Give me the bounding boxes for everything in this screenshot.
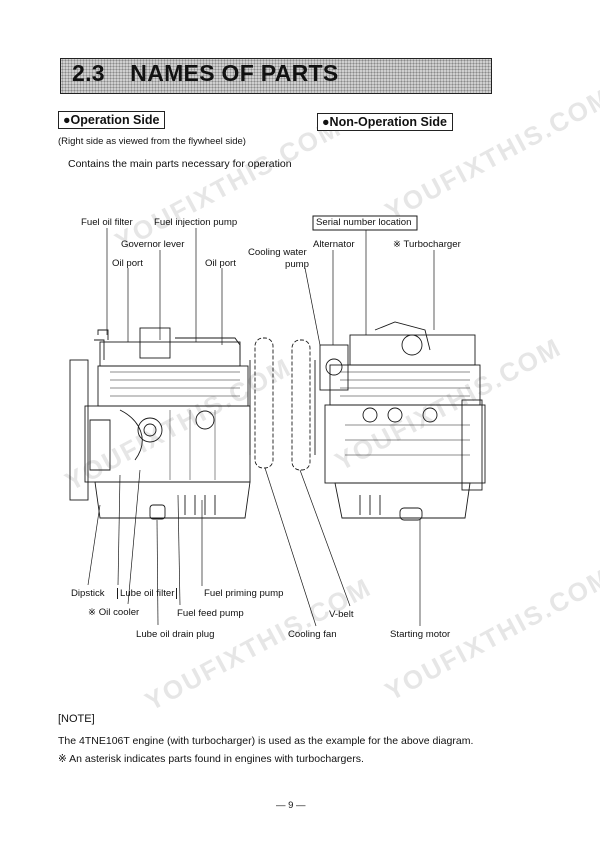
label-cooling-fan: Cooling fan	[288, 629, 337, 640]
label-cooling-water-pump-line1: Cooling water	[248, 247, 307, 258]
label-alternator: Alternator	[313, 239, 355, 250]
label-oil-cooler: ※ Oil cooler	[88, 607, 140, 618]
label-fuel-priming-pump: Fuel priming pump	[204, 588, 284, 599]
operation-side-description: Contains the main parts necessary for op…	[68, 158, 292, 170]
left-v-belt	[254, 337, 274, 469]
label-starting-motor: Starting motor	[390, 629, 451, 640]
note-header: [NOTE]	[58, 713, 95, 725]
label-turbocharger: ※ Turbocharger	[393, 239, 461, 250]
label-serial-number-location: Serial number location	[316, 217, 412, 228]
note-line-1: The 4TNE106T engine (with turbocharger) …	[58, 735, 474, 747]
non-operation-side-label: ●Non-Operation Side	[317, 113, 453, 131]
left-engine-oil-pan	[94, 481, 251, 519]
label-lube-oil-drain-plug: Lube oil drain plug	[136, 629, 215, 640]
page-number: — 9 —	[276, 800, 306, 811]
label-dipstick: Dipstick	[71, 588, 105, 599]
section-title-text: NAMES OF PARTS	[130, 60, 339, 86]
label-lube-oil-filter: Lube oil filter	[117, 588, 178, 599]
label-v-belt: V-belt	[329, 609, 354, 620]
label-fuel-injection-pump: Fuel injection pump	[154, 217, 238, 228]
label-oil-port-left: Oil port	[112, 258, 143, 269]
section-title: 2.3 NAMES OF PARTS	[72, 60, 339, 87]
right-v-belt	[291, 339, 311, 471]
section-title-bar	[60, 58, 492, 94]
turbocharger-body	[401, 334, 423, 356]
right-engine-oil-pan	[334, 482, 471, 519]
serial-number-box	[312, 215, 418, 231]
operation-side-note: (Right side as viewed from the flywheel …	[58, 136, 246, 147]
operation-side-label: ●Operation Side	[58, 111, 166, 129]
section-number: 2.3	[72, 60, 105, 86]
alternator-body	[319, 344, 349, 391]
label-fuel-oil-filter: Fuel oil filter	[81, 217, 133, 228]
label-oil-port-right: Oil port	[205, 258, 236, 269]
left-engine-fuel-filter-housing	[139, 327, 171, 359]
right-engine-head-cover	[349, 334, 476, 366]
note-line-2: ※ An asterisk indicates parts found in e…	[58, 753, 364, 765]
label-fuel-feed-pump: Fuel feed pump	[177, 608, 244, 619]
left-engine-pipe	[94, 329, 109, 360]
label-governor-lever: Governor lever	[121, 239, 185, 250]
label-cooling-water-pump-line2: pump	[285, 259, 309, 270]
